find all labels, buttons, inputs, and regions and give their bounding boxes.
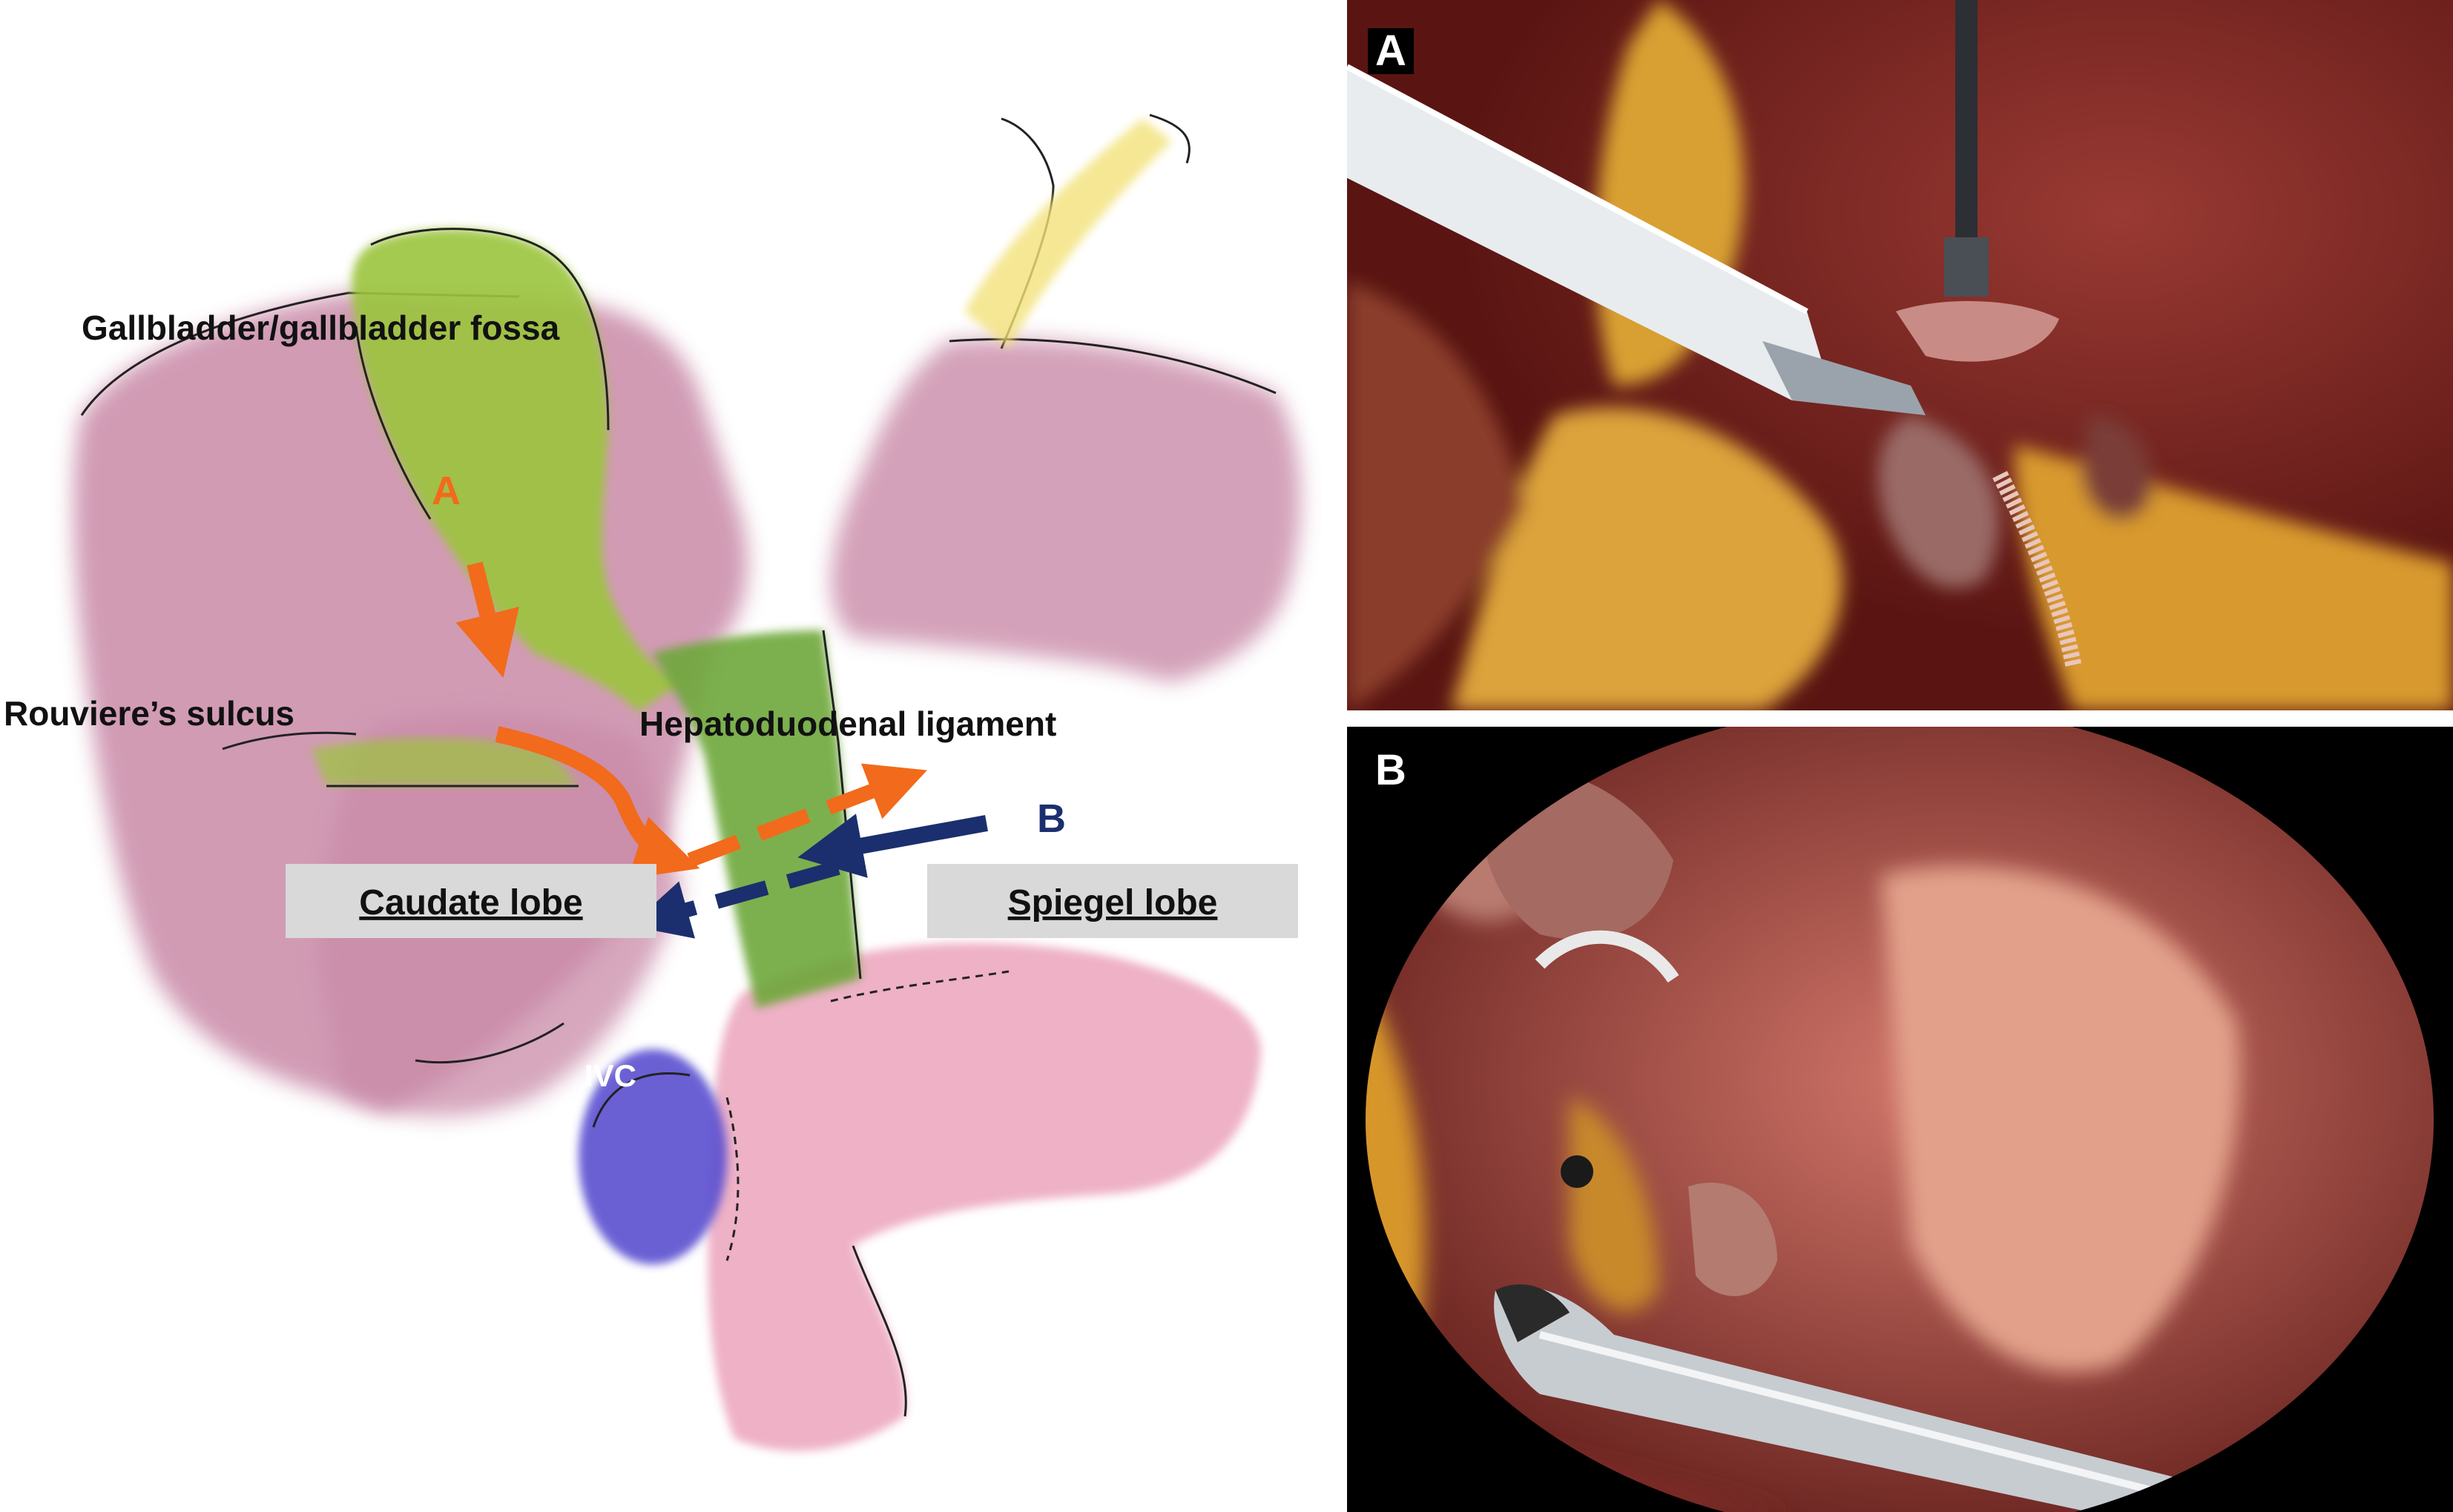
photo-b-scene <box>1347 727 2453 1512</box>
spiegel-label: Spiegel lobe <box>1008 883 1218 922</box>
hepatoduodenal-label: Hepatoduodenal ligament <box>639 704 1056 743</box>
rouviere-sulcus-band <box>222 731 579 788</box>
photo-a-label: A <box>1368 28 1414 74</box>
hepatoduodenal-ligament-band <box>653 630 862 1008</box>
anatomy-illustration: Gallbladder/gallbladder fossa Rouviere’s… <box>4 113 1301 1451</box>
gallbladder <box>352 228 682 712</box>
caudate-label-box <box>286 864 656 938</box>
spiegel-label-box <box>927 864 1298 938</box>
approach-a-letter: A <box>432 469 461 513</box>
approach-b-letter: B <box>1037 796 1066 841</box>
photo-b-label: B <box>1368 747 1414 793</box>
ivc-label: IVC <box>585 1058 636 1093</box>
gallbladder-label: Gallbladder/gallbladder fossa <box>82 308 560 347</box>
ivc-vessel <box>579 1049 740 1264</box>
surgical-photo-a: A <box>1347 0 2453 710</box>
falciform-ligament <box>964 113 1191 349</box>
approach-b-arrows <box>630 813 988 939</box>
surgical-photo-b: B <box>1347 727 2453 1512</box>
pancreas <box>708 942 1261 1451</box>
photo-a-scene <box>1347 0 2453 710</box>
rouviere-label: Rouviere’s sulcus <box>4 694 294 733</box>
approach-a-arrows <box>455 561 927 879</box>
caudate-label: Caudate lobe <box>359 883 582 922</box>
